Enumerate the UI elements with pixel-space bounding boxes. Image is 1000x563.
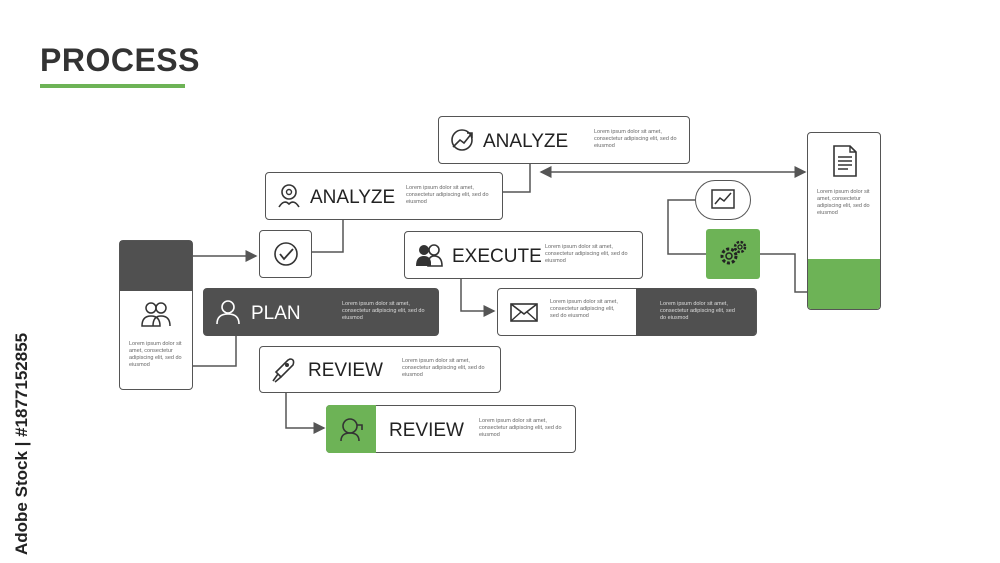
support-agent-icon [340, 418, 363, 442]
title-underline [40, 84, 185, 88]
review-2-label: REVIEW [389, 420, 464, 441]
plan-label: PLAN [251, 303, 301, 324]
people-card-header [120, 241, 192, 291]
document-card: Lorem ipsum dolor sit amet, consectetur … [807, 132, 881, 310]
page-title: PROCESS [40, 42, 200, 78]
document-icon [833, 145, 857, 177]
rocket-icon [272, 358, 295, 383]
execute-label: EXECUTE [452, 246, 542, 267]
gears-icon [720, 240, 747, 265]
plan-box: PLAN Lorem ipsum dolor sit amet, consect… [203, 288, 439, 336]
plan-description: Lorem ipsum dolor sit amet, consectetur … [342, 301, 425, 321]
review-1-label: REVIEW [308, 360, 383, 381]
mail-row-description: Lorem ipsum dolor sit amet, consectetur … [550, 299, 618, 319]
review-2-description: Lorem ipsum dolor sit amet, consectetur … [479, 418, 562, 438]
analyze-mid-description: Lorem ipsum dolor sit amet, consectetur … [406, 185, 489, 205]
checkmark-circle-icon [274, 242, 298, 266]
group-icon [141, 302, 171, 327]
analyze-mid-label: ANALYZE [310, 187, 396, 208]
review-1-box: REVIEW Lorem ipsum dolor sit amet, conse… [259, 346, 501, 393]
people-card: Lorem ipsum dolor sit amet, consectetur … [119, 240, 193, 390]
review-2-box: REVIEW Lorem ipsum dolor sit amet, conse… [325, 404, 576, 453]
document-card-description: Lorem ipsum dolor sit amet, consectetur … [817, 189, 870, 216]
mail-row-dark-panel: Lorem ipsum dolor sit amet, consectetur … [636, 287, 756, 336]
growth-chart-icon [451, 129, 473, 151]
review-1-description: Lorem ipsum dolor sit amet, consectetur … [402, 358, 485, 378]
envelope-icon [510, 303, 538, 322]
mail-row-box: Lorem ipsum dolor sit amet, consectetur … [497, 287, 757, 336]
team-icon [416, 244, 443, 267]
review-2-icon-panel [325, 404, 376, 453]
document-card-footer [808, 259, 880, 309]
analyze-top-box: ANALYZE Lorem ipsum dolor sit amet, cons… [438, 116, 690, 164]
watermark-text: Adobe Stock | #1877152855 [12, 332, 31, 555]
chart-bubble [695, 180, 751, 220]
line-chart-icon [711, 189, 735, 209]
execute-box: EXECUTE Lorem ipsum dolor sit amet, cons… [404, 231, 643, 279]
execute-description: Lorem ipsum dolor sit amet, consectetur … [545, 244, 628, 264]
person-icon [216, 300, 240, 325]
gears-tile [706, 229, 760, 279]
people-card-description: Lorem ipsum dolor sit amet, consectetur … [129, 341, 182, 368]
analyze-top-label: ANALYZE [483, 131, 569, 152]
check-box [259, 230, 312, 278]
analyze-top-description: Lorem ipsum dolor sit amet, consectetur … [594, 129, 677, 149]
idea-location-icon [278, 184, 300, 208]
analyze-mid-box: ANALYZE Lorem ipsum dolor sit amet, cons… [265, 172, 503, 220]
mail-row-panel-description: Lorem ipsum dolor sit amet, consectetur … [660, 300, 735, 321]
